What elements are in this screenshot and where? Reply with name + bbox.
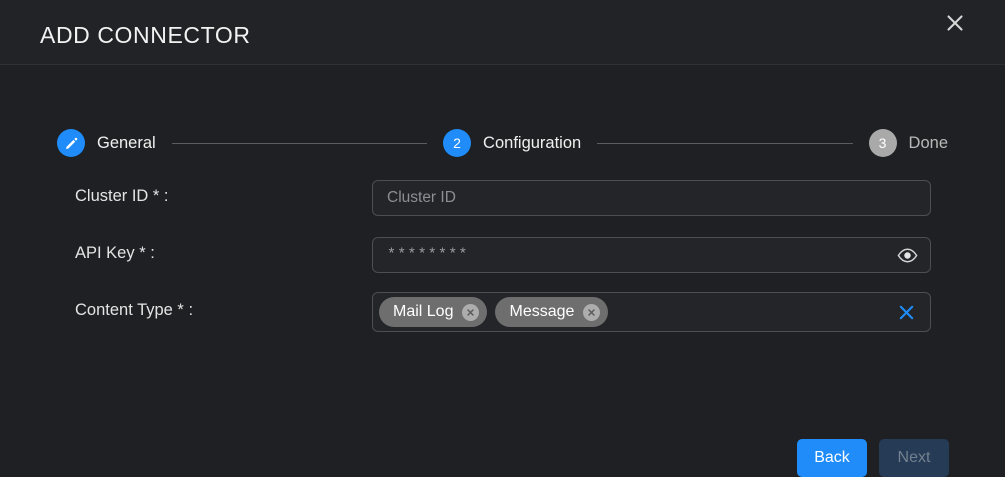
form-row-api-key: API Key * : ******** [0,232,1005,277]
cluster-id-input[interactable]: Cluster ID [372,180,931,216]
step-connector-1 [171,142,428,144]
eye-icon[interactable] [896,246,918,264]
chip-mail-log[interactable]: Mail Log [379,297,488,327]
form-row-cluster-id: Cluster ID * : Cluster ID [0,175,1005,220]
chip-message-label: Message [509,303,575,320]
content-type-chips: Mail Log Message [379,293,609,331]
chip-message-remove-icon[interactable] [583,303,601,321]
configuration-form: Cluster ID * : Cluster ID API Key * : **… [0,175,1005,477]
content-type-label: Content Type * : [75,301,194,319]
stepper: General 2 Configuration 3 Done [57,128,948,158]
content-type-multiselect[interactable]: Mail Log Message [372,292,931,332]
step-configuration[interactable]: 2 Configuration [443,129,581,157]
page-title: ADD CONNECTOR [40,22,251,48]
step-done-label: Done [908,133,948,152]
api-key-input[interactable]: ******** [372,237,931,273]
chip-message[interactable]: Message [495,297,609,327]
step-general-label: General [97,133,156,152]
step-configuration-circle: 2 [443,129,472,157]
chip-mail-log-remove-icon[interactable] [462,303,480,321]
api-key-value: ******** [387,246,469,264]
modal-header: ADD CONNECTOR [0,0,1005,65]
cluster-id-label: Cluster ID * : [75,187,169,205]
next-button[interactable]: Next [879,439,949,477]
pencil-icon [65,137,77,149]
footer-actions: Back Next [0,439,949,477]
api-key-label: API Key * : [75,244,155,262]
chip-mail-log-label: Mail Log [393,303,454,320]
step-general-circle [57,129,85,157]
step-configuration-label: Configuration [483,133,582,152]
modal-body: General 2 Configuration 3 Done Cluster I… [0,65,1005,477]
form-row-content-type: Content Type * : Mail Log Message [0,289,1005,334]
step-done[interactable]: 3 Done [868,129,948,157]
step-connector-2 [597,142,853,144]
back-button[interactable]: Back [797,439,867,477]
cluster-id-placeholder: Cluster ID [387,189,456,206]
step-done-circle: 3 [868,129,897,157]
step-general[interactable]: General [57,129,156,157]
clear-all-icon[interactable] [896,302,916,322]
close-icon[interactable] [941,9,969,37]
